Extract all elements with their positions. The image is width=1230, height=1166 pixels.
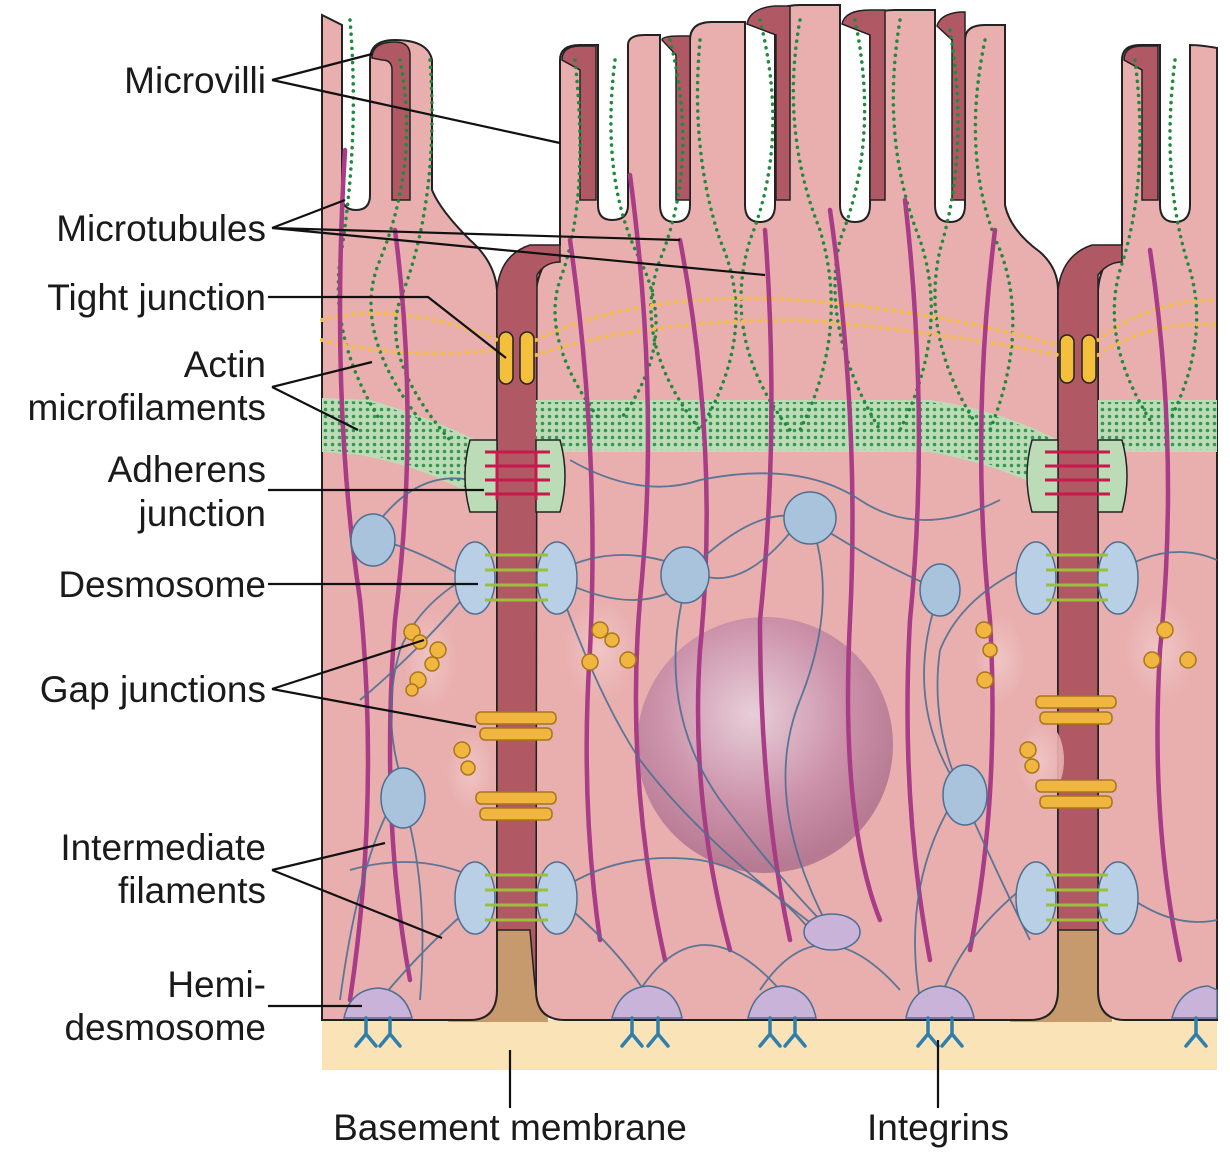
microtubules: [337, 147, 1183, 1003]
label-hemi-line2: desmosome: [64, 1007, 266, 1048]
adherens-junction-left: [464, 439, 566, 513]
label-gap-junctions: Gap junctions: [40, 669, 266, 710]
hemidesmosomes: [343, 985, 1218, 1019]
label-desmosome: Desmosome: [58, 564, 266, 605]
label-hemi-line1: Hemi-: [167, 964, 266, 1005]
label-intermediate-line2: filaments: [118, 870, 266, 911]
leader-actin: [271, 360, 373, 431]
tight-junction-plaques: [498, 331, 1097, 385]
leader-lines: [268, 52, 940, 1108]
right-cell: [1097, 43, 1218, 1021]
gap-junctions: [403, 621, 1197, 821]
label-tight-junction: Tight junction: [47, 277, 266, 318]
label-basement-membrane: Basement membrane: [333, 1107, 687, 1148]
label-actin-line2: microfilaments: [28, 387, 267, 428]
actin-belt-right-dots: [1098, 402, 1217, 450]
label-intermediate-line1: Intermediate: [60, 827, 266, 868]
label-adherens-line1: Adherens: [108, 449, 266, 490]
tight-junction-strands: [320, 296, 1219, 357]
label-adherens-line2: junction: [137, 493, 266, 534]
leader-microvilli: [271, 52, 561, 145]
integrins: [354, 1016, 1208, 1048]
label-microtubules: Microtubules: [56, 208, 266, 249]
leader-gap: [271, 638, 477, 729]
leader-microtubules: [271, 198, 766, 277]
leader-tight-junction: [268, 295, 507, 359]
leader-intermediate: [271, 841, 443, 940]
label-actin-line1: Actin: [184, 344, 266, 385]
adherens-junction-right: [1026, 439, 1128, 513]
label-microvilli: Microvilli: [124, 60, 266, 101]
desmosomes: [454, 541, 1139, 935]
actin-belt-middle-dots: [536, 402, 1058, 492]
desmosome-hubs: [350, 491, 988, 951]
label-integrins: Integrins: [867, 1107, 1009, 1148]
